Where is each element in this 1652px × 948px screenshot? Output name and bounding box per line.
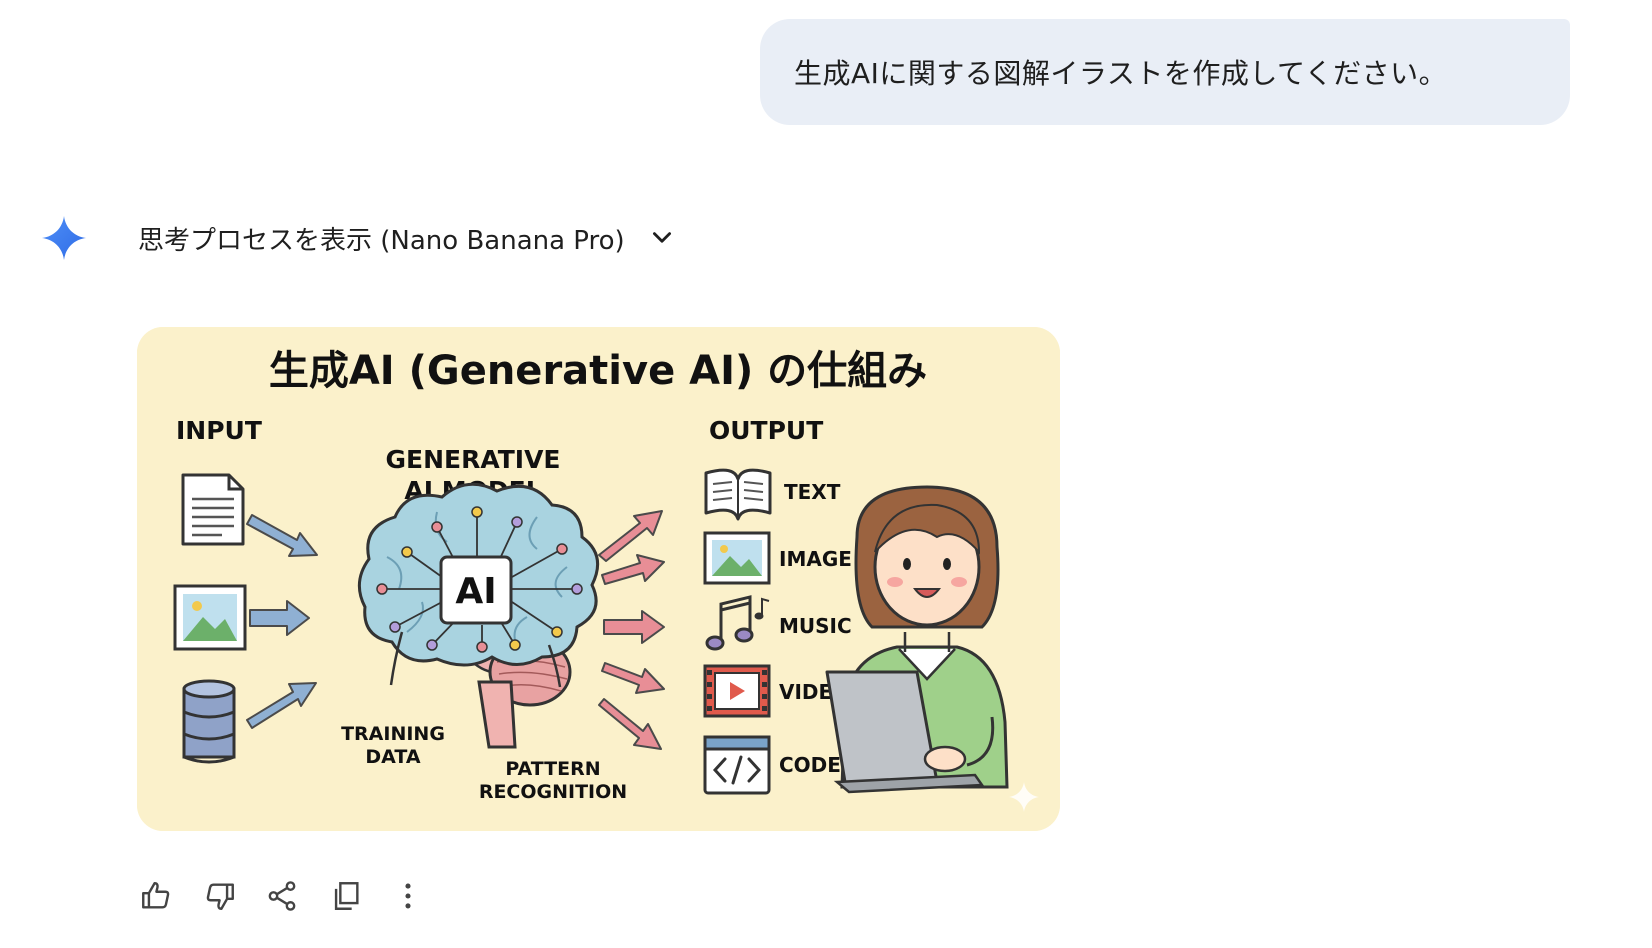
- book-icon: [704, 468, 772, 521]
- input-label: INPUT: [176, 416, 262, 445]
- training-label-line2: DATA: [365, 746, 420, 768]
- pattern-label-line1: PATTERN: [505, 758, 600, 780]
- output-label: OUTPUT: [709, 416, 823, 445]
- brain-icon: AI: [357, 482, 600, 749]
- sparkle-icon: [42, 216, 86, 260]
- training-label-line1: TRAINING: [341, 723, 445, 745]
- output-image-label: IMAGE: [779, 547, 852, 571]
- user-message-bubble: 生成AIに関する図解イラストを作成してください。: [760, 19, 1570, 125]
- document-icon: [181, 473, 245, 546]
- thumbs-down-button[interactable]: [200, 876, 240, 916]
- copy-button[interactable]: [326, 876, 366, 916]
- generated-illustration[interactable]: 生成AI (Generative AI) の仕組み INPUT: [137, 327, 1060, 831]
- brain-badge: AI: [455, 571, 496, 612]
- video-icon: [703, 664, 771, 718]
- output-arrows: [598, 510, 665, 750]
- user-message-text: 生成AIに関する図解イラストを作成してください。: [794, 57, 1448, 90]
- pattern-label-line2: RECOGNITION: [479, 781, 627, 803]
- chevron-down-icon: [652, 232, 671, 243]
- more-options-button[interactable]: [388, 876, 428, 916]
- illustration-canvas: 生成AI (Generative AI) の仕組み INPUT: [137, 327, 1060, 831]
- model-label-line1: GENERATIVE: [385, 445, 560, 474]
- input-arrows: [246, 514, 318, 729]
- person-with-laptop: [825, 485, 1009, 794]
- output-code-label: CODE: [779, 753, 841, 777]
- share-icon: [268, 881, 296, 911]
- output-text-label: TEXT: [784, 480, 841, 504]
- copy-icon: [334, 882, 359, 910]
- illustration-title: 生成AI (Generative AI) の仕組み: [269, 348, 927, 394]
- database-icon: [182, 679, 236, 764]
- music-icon: [705, 595, 770, 651]
- more-vert-icon: [405, 883, 411, 909]
- input-image-icon: [173, 584, 247, 651]
- thinking-process-toggle[interactable]: 思考プロセスを表示 (Nano Banana Pro): [138, 216, 675, 260]
- code-icon: [703, 735, 771, 795]
- output-music-label: MUSIC: [779, 614, 852, 638]
- thinking-process-label: 思考プロセスを表示 (Nano Banana Pro): [138, 225, 625, 256]
- thumbs-up-button[interactable]: [136, 876, 176, 916]
- watermark-sparkle-icon: [1009, 782, 1039, 812]
- annotation-pointers: [389, 631, 562, 688]
- thumbs-up-icon: [142, 882, 170, 909]
- output-image-icon: [703, 531, 771, 585]
- share-button[interactable]: [262, 876, 302, 916]
- thumbs-down-icon: [206, 883, 234, 910]
